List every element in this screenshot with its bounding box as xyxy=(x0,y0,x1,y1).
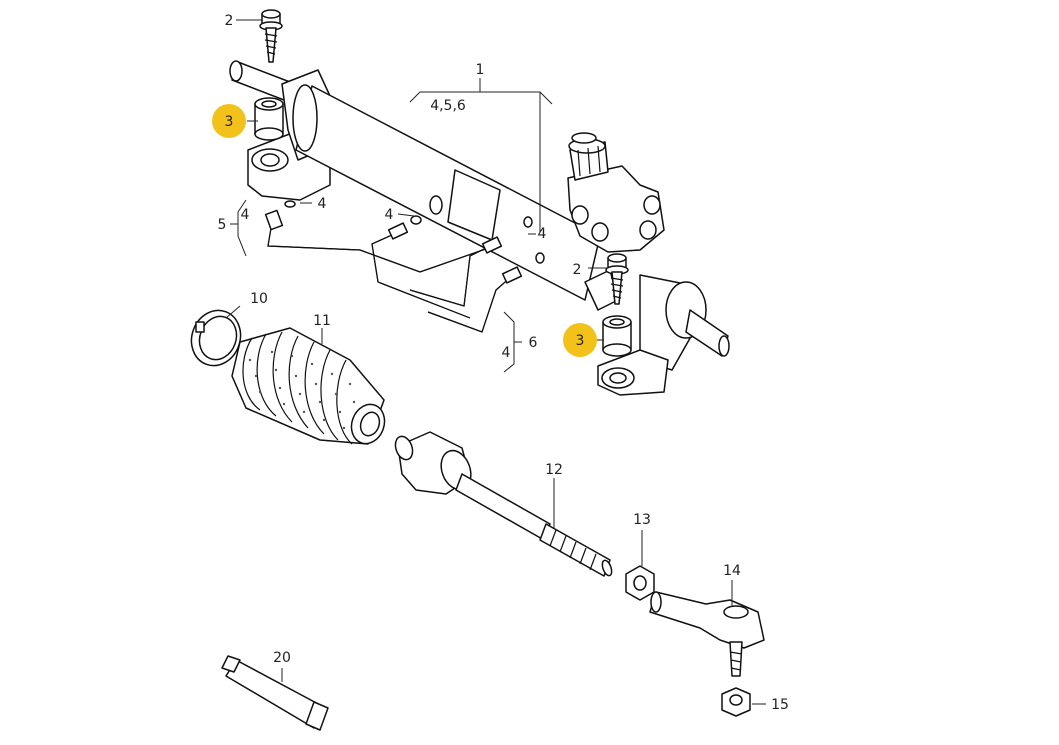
callout-14: 14 xyxy=(723,563,741,579)
mounting-bolt-top xyxy=(259,9,283,63)
callout-12: 12 xyxy=(545,462,563,478)
callout-3-right-badge: 3 xyxy=(563,323,597,357)
callout-4-b: 4 xyxy=(241,207,250,223)
lock-nut xyxy=(625,565,655,601)
callout-1-subparts: 4,5,6 xyxy=(430,98,466,114)
callout-10: 10 xyxy=(250,291,268,307)
callout-1: 1 xyxy=(476,62,485,78)
callout-20: 20 xyxy=(273,650,291,666)
callout-13: 13 xyxy=(633,512,651,528)
callout-4-a: 4 xyxy=(318,196,327,212)
callout-3-right: 3 xyxy=(576,333,585,349)
callout-2-right: 2 xyxy=(573,262,582,278)
rubber-bushing-right xyxy=(602,315,632,357)
callout-4-c: 4 xyxy=(385,207,394,223)
grease-tube xyxy=(221,655,329,731)
castle-nut xyxy=(721,687,751,717)
rubber-bushing-left xyxy=(254,97,284,141)
callout-3-left: 3 xyxy=(225,114,234,130)
tie-rod-end xyxy=(649,591,765,677)
mounting-bolt-right xyxy=(605,253,629,305)
steering-rack-housing xyxy=(229,60,730,396)
callout-labels: 1 4,5,6 2 2 3 3 4 4 4 4 4 5 6 10 11 12 1… xyxy=(212,13,789,713)
callout-4-d: 4 xyxy=(538,226,547,242)
bellows-boot xyxy=(231,327,386,445)
callout-4-e: 4 xyxy=(502,345,511,361)
callout-3-left-badge: 3 xyxy=(212,104,246,138)
boot-clamp xyxy=(190,309,242,367)
callout-11: 11 xyxy=(313,313,331,329)
hydraulic-lines xyxy=(264,200,523,333)
callout-15: 15 xyxy=(771,697,789,713)
callout-6: 6 xyxy=(529,335,538,351)
callout-5: 5 xyxy=(218,217,227,233)
inner-tie-rod xyxy=(394,431,613,577)
callout-2-top: 2 xyxy=(225,13,234,29)
